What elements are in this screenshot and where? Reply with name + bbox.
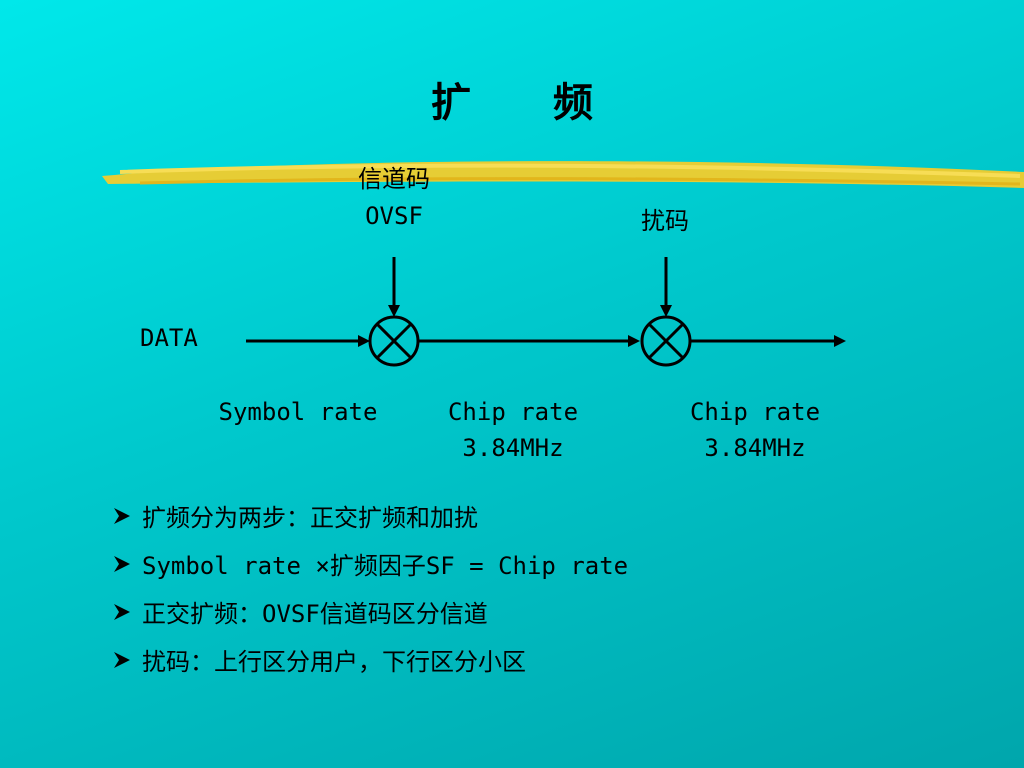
bullet-item: 正交扩频：OVSF信道码区分信道 [112,590,628,638]
bullet-item: Symbol rate ×扩频因子SF = Chip rate [112,542,628,590]
chip-rate-label-1: Chip rate [447,398,579,426]
scrambling-mixer-icon [640,315,692,367]
output-arrowhead [834,335,846,347]
signal-path [246,257,846,347]
bullet-list: 扩频分为两步：正交扩频和加扰 Symbol rate ×扩频因子SF = Chi… [112,494,628,686]
bullet-text: 正交扩频：OVSF信道码区分信道 [142,600,488,628]
ovsf-label-cn: 信道码 [358,165,430,193]
scrambling-arrowhead [660,305,672,317]
bullet-item: 扩频分为两步：正交扩频和加扰 [112,494,628,542]
chip-rate-label-2: Chip rate [689,398,821,426]
arrowhead-bullet-icon [112,590,142,638]
chip-rate-value-2: 3.84MHz [704,434,806,462]
bullet-text: Symbol rate ×扩频因子SF = Chip rate [142,552,629,580]
bullet-item: 扰码：上行区分用户，下行区分小区 [112,638,628,686]
arrowhead-bullet-icon [112,542,142,590]
symbol-rate-label: Symbol rate [218,398,378,426]
chip-line-1-arrowhead [628,335,640,347]
bullet-text: 扩频分为两步：正交扩频和加扰 [142,504,478,532]
bullet-text: 扰码：上行区分用户，下行区分小区 [142,648,526,676]
ovsf-mixer-icon [368,315,420,367]
chip-rate-value-1: 3.84MHz [462,434,564,462]
data-input-arrowhead [358,335,370,347]
highlighter-stroke [102,161,1024,188]
ovsf-arrowhead [388,305,400,317]
arrowhead-bullet-icon [112,638,142,686]
arrowhead-bullet-icon [112,494,142,542]
slide-title: 扩 频 [431,80,627,126]
data-label: DATA [140,324,198,352]
ovsf-label: OVSF [365,202,423,230]
scrambling-label: 扰码 [641,207,689,235]
